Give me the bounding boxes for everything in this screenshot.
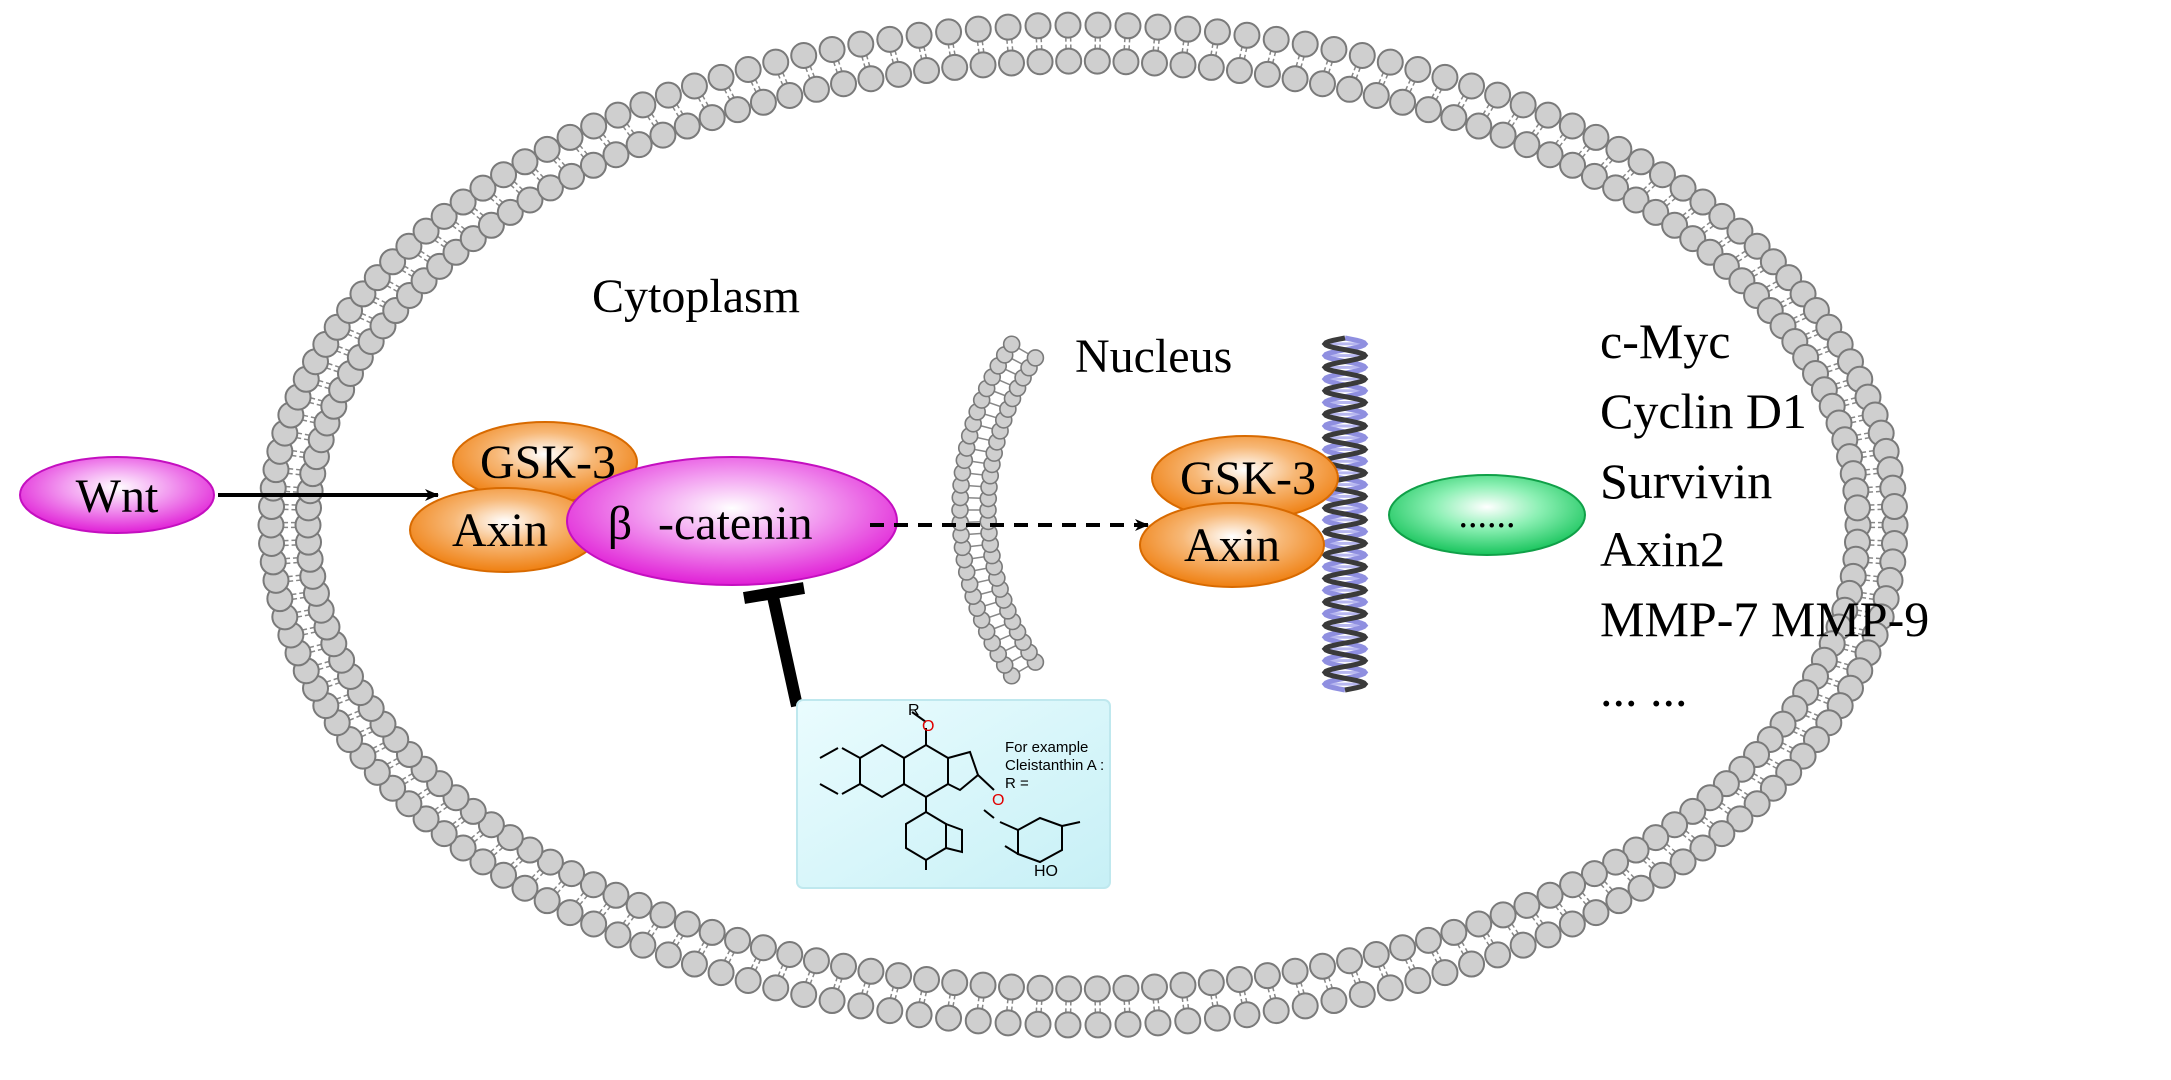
wnt-label: Wnt xyxy=(76,470,159,523)
nuclear-membrane xyxy=(951,335,1045,685)
target-gene-4: MMP-7 MMP-9 xyxy=(1600,591,1929,647)
target-gene-2: Survivin xyxy=(1600,453,1772,509)
compound-structure-box: R O O HO For example Cleistanthin A : R … xyxy=(796,699,1111,889)
transcription-factor: ...... xyxy=(1388,474,1586,556)
inhibition-symbol xyxy=(743,582,805,708)
atom-ho-label: HO xyxy=(1034,863,1058,880)
chemical-heteroatoms: R O O HO xyxy=(908,702,1058,880)
axin-left-label: Axin xyxy=(452,504,548,557)
transcription-factor-label: ...... xyxy=(1459,494,1516,536)
example-line-1: For example xyxy=(1005,739,1088,756)
example-line-3: R = xyxy=(1005,775,1029,792)
chemical-structure xyxy=(819,711,1081,870)
dna-helix xyxy=(1321,335,1369,693)
axin-right-label: Axin xyxy=(1184,519,1280,572)
beta-catenin-label: -catenin xyxy=(658,497,813,550)
example-line-2: Cleistanthin A : xyxy=(1005,757,1104,774)
gsk3-left-label: GSK-3 xyxy=(480,436,616,489)
target-gene-3: Axin2 xyxy=(1600,521,1725,577)
atom-o-ether: O xyxy=(922,718,934,735)
target-gene-5: ... ... xyxy=(1600,661,1688,717)
wnt-protein: Wnt xyxy=(19,456,215,534)
nuclear-complex: GSK-3 Axin xyxy=(1139,435,1339,588)
target-gene-list: c-Myc Cyclin D1 Survivin Axin2 MMP-7 MMP… xyxy=(1600,313,1929,717)
atom-o-carbonyl: O xyxy=(992,792,1004,809)
beta-catenin-protein xyxy=(566,456,898,586)
beta-symbol: β xyxy=(608,497,632,550)
axin-right-protein xyxy=(1139,502,1325,588)
cell-membrane xyxy=(257,11,1909,1039)
nucleus-label: Nucleus xyxy=(1075,330,1232,383)
cytoplasm-label: Cytoplasm xyxy=(592,270,800,323)
destruction-complex: GSK-3 Axin β -catenin xyxy=(409,421,898,586)
target-gene-1: Cyclin D1 xyxy=(1600,383,1807,439)
gsk3-right-label: GSK-3 xyxy=(1180,452,1316,505)
atom-r-label: R xyxy=(908,702,920,719)
target-gene-0: c-Myc xyxy=(1600,313,1731,369)
